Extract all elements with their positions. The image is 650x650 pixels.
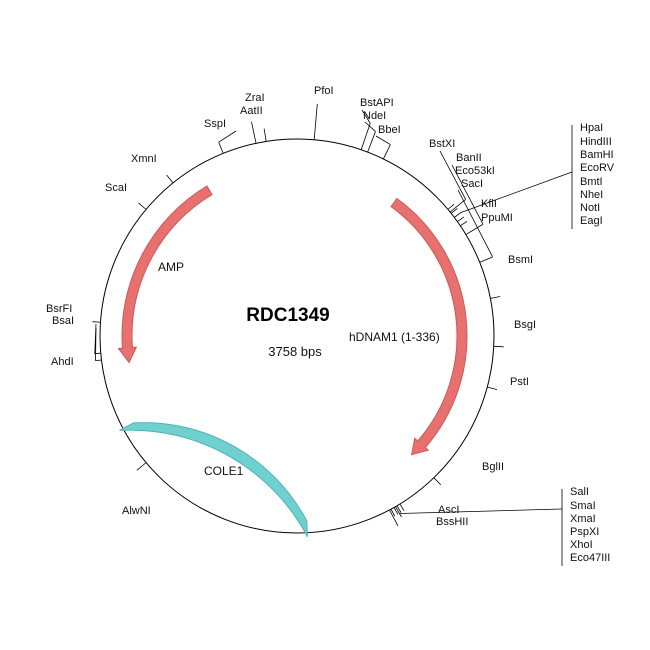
group-site-label: HindIII bbox=[580, 136, 612, 148]
site-leader bbox=[218, 130, 237, 143]
group-site-label: NotI bbox=[580, 202, 600, 214]
site-tick bbox=[95, 359, 102, 362]
site-label-bstapi: BstAPI bbox=[360, 97, 394, 109]
site-tick-cluster bbox=[450, 208, 458, 214]
ticks-layer bbox=[92, 103, 573, 566]
site-tick-cluster bbox=[390, 508, 396, 517]
site-leader bbox=[364, 121, 376, 132]
site-tick-cluster bbox=[457, 216, 465, 222]
site-label-bglii: BglII bbox=[482, 461, 504, 473]
site-tick-cluster bbox=[396, 505, 402, 513]
group-1-leader bbox=[460, 171, 573, 214]
site-label-sspi: SspI bbox=[204, 118, 226, 130]
feature-label-cole1: COLE1 bbox=[204, 464, 244, 478]
site-label-asci: AscI bbox=[438, 504, 459, 516]
group-site-label: NheI bbox=[580, 189, 603, 201]
plasmid-name: RDC1349 bbox=[246, 305, 329, 326]
features-layer bbox=[117, 185, 468, 537]
site-leader bbox=[361, 109, 371, 124]
site-tick-cluster bbox=[399, 503, 405, 512]
site-label-alwni: AlwNI bbox=[122, 505, 151, 517]
plasmid-length: 3758 bps bbox=[268, 344, 322, 359]
site-tick bbox=[138, 202, 147, 210]
plasmid-backbone bbox=[99, 138, 495, 534]
site-label-bsgi: BsgI bbox=[514, 319, 536, 331]
site-tick bbox=[493, 345, 504, 348]
site-label-ahdi: AhdI bbox=[51, 356, 74, 368]
site-tick-cluster bbox=[454, 212, 461, 218]
site-label-ppumi: PpuMI bbox=[481, 212, 513, 224]
site-labels: PfoI BstAPI NdeI BbeI ZraI AatII SspI Xm… bbox=[46, 85, 536, 528]
site-label-bbei: BbeI bbox=[378, 124, 401, 136]
site-label-eco53ki: Eco53kI bbox=[455, 165, 495, 177]
site-tick bbox=[166, 174, 174, 184]
feature-label-hdnam1: hDNAM1 (1-336) bbox=[349, 330, 440, 344]
site-label-kfli: KflI bbox=[481, 198, 497, 210]
site-tick bbox=[395, 506, 402, 518]
site-leader bbox=[451, 164, 484, 225]
feature-arrow-amp bbox=[117, 185, 213, 364]
group-site-label: XmaI bbox=[570, 513, 596, 525]
site-tick bbox=[360, 123, 371, 150]
site-label-saci: SacI bbox=[461, 178, 483, 190]
site-label-bsai: BsaI bbox=[52, 315, 74, 327]
site-tick bbox=[433, 477, 442, 486]
site-label-aatii: AatII bbox=[240, 105, 263, 117]
site-leader bbox=[375, 135, 391, 145]
site-label-bsrfi: BsrFI bbox=[46, 303, 72, 315]
site-tick bbox=[263, 128, 267, 142]
site-label-banii: BanII bbox=[456, 152, 482, 164]
group-site-label: SalI bbox=[570, 486, 589, 498]
site-tick bbox=[382, 144, 391, 160]
feature-label-amp: AMP bbox=[158, 260, 184, 274]
site-tick bbox=[449, 199, 466, 213]
site-leader bbox=[457, 189, 493, 258]
site-label-bsshii: BssHII bbox=[436, 516, 468, 528]
site-tick bbox=[367, 131, 376, 153]
site-tick bbox=[479, 256, 493, 263]
site-group-right-lower: SalI SmaI XmaI PspXI XhoI Eco47III bbox=[570, 486, 610, 564]
site-label-bsmi: BsmI bbox=[508, 254, 533, 266]
site-label-scai: ScaI bbox=[105, 182, 127, 194]
site-tick bbox=[487, 386, 498, 390]
group-site-label: SmaI bbox=[570, 500, 596, 512]
site-leader bbox=[439, 150, 466, 200]
group-site-label: PspXI bbox=[570, 526, 599, 538]
site-label-psti: PstI bbox=[510, 376, 529, 388]
site-tick bbox=[313, 103, 318, 140]
site-label-bstxi: BstXI bbox=[429, 138, 455, 150]
site-tick bbox=[92, 321, 101, 323]
site-label-pfoi: PfoI bbox=[314, 85, 334, 97]
site-tick bbox=[251, 121, 257, 144]
site-tick bbox=[490, 296, 501, 299]
site-tick-cluster bbox=[447, 203, 455, 210]
site-leader bbox=[94, 323, 97, 354]
site-tick bbox=[136, 462, 147, 471]
site-tick bbox=[218, 142, 224, 154]
site-tick-cluster bbox=[460, 221, 468, 227]
group-site-label: XhoI bbox=[570, 539, 593, 551]
site-label-ndei: NdeI bbox=[363, 110, 386, 122]
site-label-xmni: XmnI bbox=[131, 153, 157, 165]
site-label-zrai: ZraI bbox=[245, 92, 265, 104]
group-site-label: HpaI bbox=[580, 122, 603, 134]
site-tick bbox=[465, 223, 484, 235]
group-site-label: BmtI bbox=[580, 176, 603, 188]
site-group-right-upper: HpaI HindIII BamHI EcoRV BmtI NheI NotI … bbox=[580, 122, 615, 227]
group-site-label: BamHI bbox=[580, 149, 614, 161]
group-site-label: EagI bbox=[580, 215, 603, 227]
site-tick-cluster bbox=[393, 507, 399, 515]
feature-arrow-hdnam1 bbox=[390, 197, 468, 456]
site-tick bbox=[389, 509, 399, 527]
feature-block-cole1 bbox=[119, 422, 309, 537]
group-2-leader bbox=[399, 508, 563, 514]
group-site-label: EcoRV bbox=[580, 162, 615, 174]
group-site-label: Eco47III bbox=[570, 552, 610, 564]
